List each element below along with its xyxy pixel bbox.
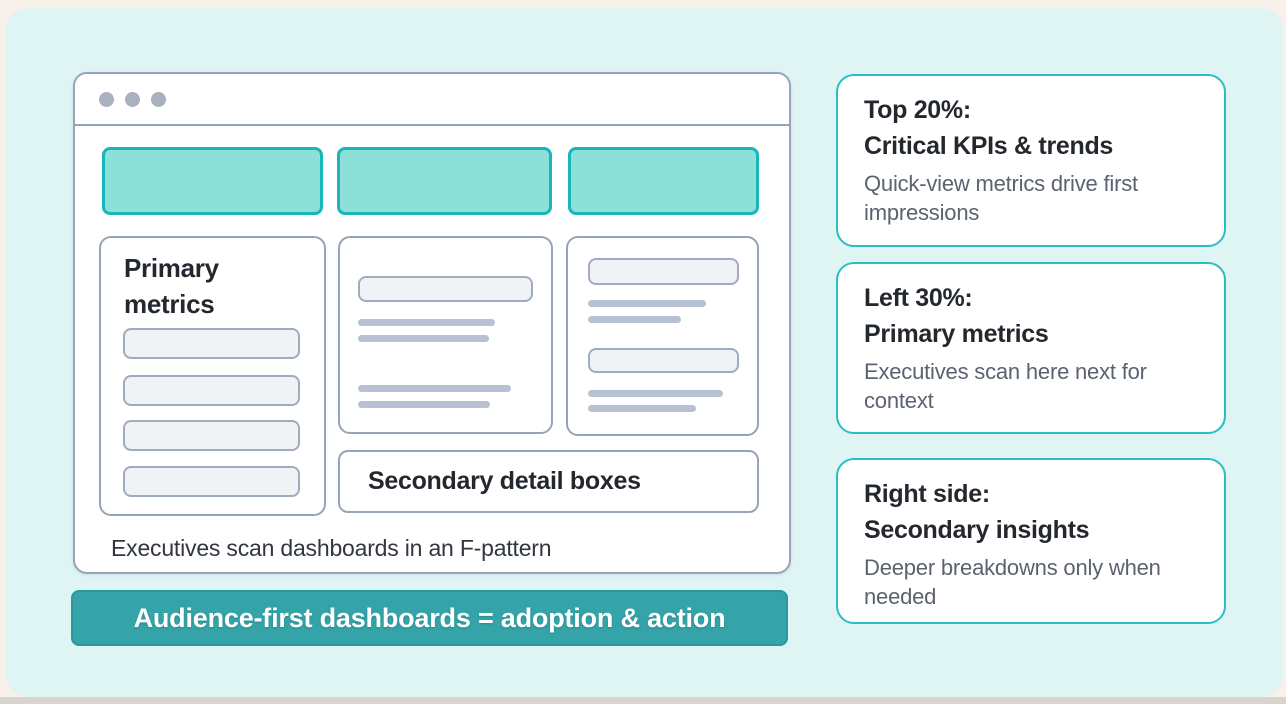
bottom-edge-strip <box>0 697 1286 704</box>
secondary-detail-box: Secondary detail boxes <box>338 450 759 513</box>
callout-body: Deeper breakdowns only when needed <box>864 555 1161 609</box>
callout-title-line: Left 30%: <box>864 284 973 312</box>
skeleton-bar <box>123 420 300 451</box>
callout-body: Quick-view metrics drive first impressio… <box>864 171 1138 225</box>
callout-title-line: Top 20%: <box>864 96 971 124</box>
skeleton-bar <box>123 466 300 497</box>
skeleton-bar <box>358 276 533 302</box>
window-control-dot <box>99 91 114 107</box>
callout-title-line: Primary metrics <box>864 320 1049 348</box>
takeaway-banner-label: Audience-first dashboards = adoption & a… <box>133 602 726 633</box>
window-control-dot <box>151 91 166 107</box>
f-pattern-caption: Executives scan dashboards in an F-patte… <box>111 535 552 561</box>
callout-left-30-percent: Left 30%: Primary metrics Executives sca… <box>836 262 1226 434</box>
callout-title-line: Right side: <box>864 480 990 508</box>
skeleton-line <box>588 316 681 323</box>
callout-right-side: Right side: Secondary insights Deeper br… <box>836 458 1226 624</box>
skeleton-bar <box>123 328 300 359</box>
browser-window-mockup: Primary metrics <box>73 72 791 574</box>
skeleton-line <box>358 319 495 326</box>
secondary-detail-label: Secondary detail boxes <box>368 467 641 495</box>
skeleton-line <box>588 390 723 397</box>
skeleton-line <box>588 405 696 412</box>
skeleton-bar <box>588 348 739 373</box>
skeleton-line <box>358 335 489 342</box>
kpi-tile <box>337 147 552 215</box>
browser-titlebar <box>75 74 789 126</box>
skeleton-bar <box>123 375 300 406</box>
background-panel: Primary metrics <box>6 8 1283 697</box>
primary-metrics-panel: Primary metrics <box>99 236 326 516</box>
skeleton-line <box>358 385 511 392</box>
window-control-dot <box>125 91 140 107</box>
callout-body: Executives scan here next for context <box>864 359 1147 413</box>
takeaway-banner: Audience-first dashboards = adoption & a… <box>71 590 788 646</box>
skeleton-line <box>358 401 490 408</box>
primary-metrics-title: Primary metrics <box>124 253 219 319</box>
callout-top-20-percent: Top 20%: Critical KPIs & trends Quick-vi… <box>836 74 1226 247</box>
skeleton-bar <box>588 258 739 285</box>
callout-title-line: Critical KPIs & trends <box>864 132 1114 160</box>
kpi-tile <box>102 147 323 215</box>
detail-column-left <box>338 236 553 434</box>
kpi-tile <box>568 147 759 215</box>
detail-column-right <box>566 236 759 436</box>
skeleton-line <box>588 300 706 307</box>
callout-title-line: Secondary insights <box>864 516 1090 544</box>
